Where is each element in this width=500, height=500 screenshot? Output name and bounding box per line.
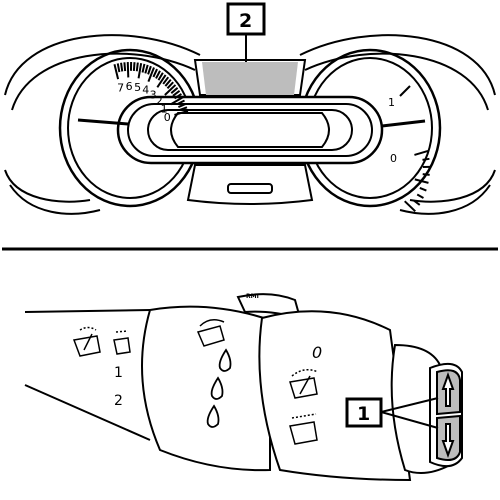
fuel-gauge-tick	[414, 149, 429, 156]
arrow-down-icon	[441, 423, 455, 458]
wiper-stalk	[24, 293, 463, 482]
tachometer-tick	[166, 81, 174, 90]
fuel-gauge-tick	[413, 199, 421, 206]
tachometer-tick	[123, 62, 127, 72]
callout-leader-1a	[380, 397, 439, 413]
tachometer-tick	[141, 63, 146, 73]
fuel-tick-label-0: 0	[390, 152, 397, 165]
tachometer-tick	[147, 67, 155, 82]
rear-wiper-icon	[289, 413, 318, 445]
tachometer-tick	[164, 84, 177, 96]
tachometer-tick	[152, 68, 158, 78]
tachometer-tick	[173, 93, 182, 100]
tachometer-tick-label: 2	[156, 95, 163, 108]
callout-label-2: 2	[239, 10, 252, 32]
tachometer-tick	[137, 62, 143, 79]
tachometer-tick-label: 6	[126, 80, 133, 93]
fuel-gauge-tick	[416, 193, 424, 199]
tachometer-tick-label: 0	[164, 111, 171, 124]
fuel-gauge-tick	[399, 85, 411, 97]
tachometer-tick	[144, 64, 149, 74]
tachometer-tick	[132, 62, 136, 72]
tachometer-tick	[156, 74, 167, 88]
tachometer-tick	[116, 63, 121, 73]
tachometer-tick	[162, 76, 170, 85]
washer-wiper-icon	[196, 319, 225, 347]
fuel-gauge-ticks	[399, 85, 431, 213]
tachometer-tick	[164, 78, 172, 87]
tachometer-tick	[113, 64, 120, 80]
fuel-gauge-tick	[414, 178, 429, 184]
tachometer-tick-label: 1	[161, 102, 168, 115]
tachometer-tick	[170, 96, 184, 106]
washer-drops-icon	[206, 348, 232, 428]
tachometer-tick-label: 5	[134, 81, 141, 94]
fuel-gauge-tick	[422, 157, 430, 161]
fuel-gauge-tick	[419, 187, 427, 192]
callout-label-1: 1	[357, 403, 370, 425]
fuel-gauge-tick	[404, 200, 416, 213]
windscreen-wiper-icon	[72, 326, 101, 357]
callout-leader-1b	[380, 411, 439, 429]
brand-tag: RMI	[246, 293, 259, 300]
tachometer-tick	[135, 62, 139, 72]
tachometer-tick-label: 7	[117, 82, 124, 95]
tachometer-tick	[172, 90, 181, 97]
tachometer-tick	[176, 99, 185, 106]
tachometer-tick	[155, 70, 161, 79]
tachometer-needle	[77, 118, 129, 126]
wiper-position-1: 1	[114, 365, 123, 381]
tachometer-tick	[157, 72, 164, 81]
tachometer-tick	[174, 109, 189, 116]
callout-box-2	[226, 2, 266, 36]
intermittent-wiper-icon	[113, 330, 131, 355]
fuel-gauge-needle	[381, 119, 426, 128]
fuel-tick-label-1: 1	[388, 96, 395, 109]
rear-wiper-auto-icon	[289, 369, 319, 399]
highlighted-display-area	[202, 62, 298, 95]
tachometer-tick	[147, 65, 152, 75]
wiper-position-2: 2	[114, 393, 123, 409]
tachometer-tick-label: 4	[142, 84, 149, 97]
tachometer-ticks	[113, 61, 189, 116]
tachometer-tick	[178, 102, 187, 109]
instrument-cluster	[4, 34, 496, 215]
ring-position-0: 0	[312, 343, 322, 362]
rocker-buttons	[436, 369, 461, 461]
tachometer-tick	[170, 87, 179, 94]
arrow-up-icon	[441, 372, 455, 407]
fuel-gauge-tick	[422, 173, 430, 176]
tachometer-tick	[120, 62, 124, 72]
tachometer-tick	[179, 106, 188, 112]
tachometer-tick-label: 3	[150, 88, 157, 101]
tachometer-tick	[126, 62, 130, 78]
